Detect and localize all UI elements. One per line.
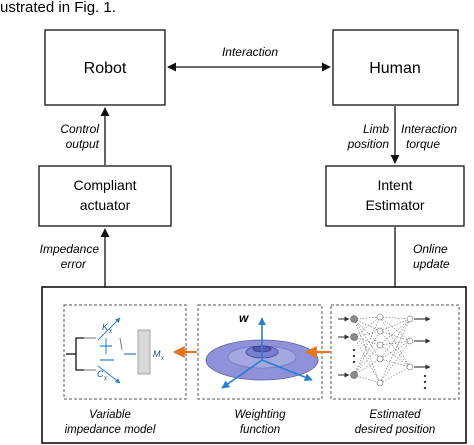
estimated-position-panel — [330, 304, 460, 400]
human-box — [332, 29, 459, 106]
damping-subscript: x — [103, 376, 108, 382]
interaction-label: Interaction — [222, 45, 278, 59]
actuator-label-2: actuator — [80, 197, 131, 213]
human-label: Human — [369, 60, 421, 77]
stiffness-symbol: K — [102, 322, 109, 332]
neural-network-illustration — [338, 313, 431, 390]
damping-symbol: C — [97, 369, 104, 379]
variable-impedance-panel — [63, 304, 187, 400]
control-output-label-2: output — [66, 137, 100, 151]
estimated-caption-1: Estimated — [369, 409, 421, 421]
variable-impedance-caption-1: Variable — [89, 409, 131, 421]
mass-symbol: M — [153, 349, 161, 359]
compliant-actuator-box — [38, 165, 172, 227]
online-update-label-1: Online — [413, 242, 448, 256]
weighting-caption-2: function — [240, 424, 280, 436]
interaction-torque-label-2: torque — [406, 137, 440, 151]
actuator-label-1: Compliant — [73, 177, 136, 193]
online-update-label-2: update — [413, 257, 450, 271]
control-output-label-1: Control — [60, 122, 99, 136]
weighting-function-illustration — [205, 317, 319, 389]
estimator-label-2: Estimator — [365, 197, 424, 213]
impedance-error-label-1: Impedance — [40, 242, 100, 256]
limb-position-label-2: position — [347, 137, 390, 151]
robot-label: Robot — [84, 60, 127, 77]
impedance-model-illustration — [66, 317, 151, 384]
stiffness-subscript: x — [108, 329, 113, 335]
intent-estimator-box — [325, 165, 465, 227]
robot-box — [44, 29, 166, 106]
weight-symbol: w — [239, 311, 249, 325]
weighting-caption-1: Weighting — [235, 409, 287, 421]
estimator-label-1: Intent — [377, 177, 412, 193]
impedance-error-label-2: error — [61, 257, 87, 271]
variable-impedance-caption-2: impedance model — [65, 424, 156, 436]
estimated-caption-2: desired position — [355, 424, 436, 436]
interaction-torque-label-1: Interaction — [401, 122, 457, 136]
page-text-fragment: ustrated in Fig. 1. — [0, 0, 116, 16]
mass-subscript: x — [160, 356, 165, 362]
limb-position-label-1: Limb — [363, 122, 389, 136]
